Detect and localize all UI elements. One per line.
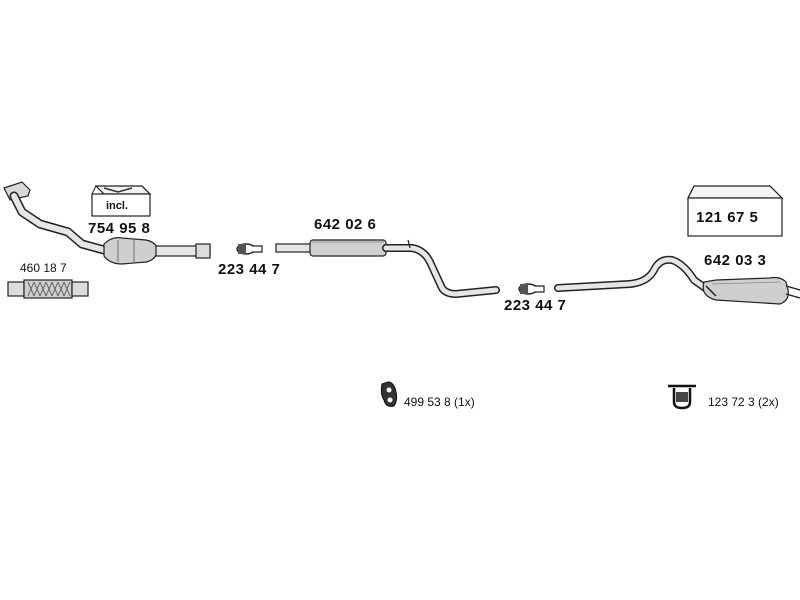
rubber-mount-icon[interactable] bbox=[380, 381, 398, 407]
pipe-clamp-icon[interactable] bbox=[518, 283, 545, 295]
kit-box-icon bbox=[687, 185, 784, 237]
rear-silencer-icon[interactable] bbox=[554, 255, 800, 305]
hanger-label: 123 72 3 (2x) bbox=[708, 395, 779, 409]
rear-silencer-part-number: 642 03 3 bbox=[704, 252, 767, 269]
catalytic-converter-icon bbox=[103, 237, 159, 265]
flex-pipe-icon[interactable] bbox=[7, 279, 89, 299]
mounting-kit-part-number: 121 67 5 bbox=[696, 209, 759, 226]
center-silencer-part-number: 642 02 6 bbox=[314, 216, 377, 233]
catalytic-converter-assembly[interactable] bbox=[3, 181, 211, 265]
kit-badge: incl. bbox=[106, 200, 129, 212]
hanger-bracket-icon[interactable] bbox=[668, 384, 696, 410]
flex-pipe-part-number: 460 18 7 bbox=[20, 261, 67, 275]
clamp-rear-part-number: 223 44 7 bbox=[504, 297, 567, 314]
clamp-front-part-number: 223 44 7 bbox=[218, 261, 281, 278]
catalytic-converter-part-number: 754 95 8 bbox=[88, 220, 151, 237]
pipe-clamp-icon[interactable] bbox=[236, 243, 263, 255]
center-silencer-icon[interactable] bbox=[275, 239, 500, 298]
kit-box-icon bbox=[91, 185, 152, 217]
rubber-mount-label: 499 53 8 (1x) bbox=[404, 395, 475, 409]
